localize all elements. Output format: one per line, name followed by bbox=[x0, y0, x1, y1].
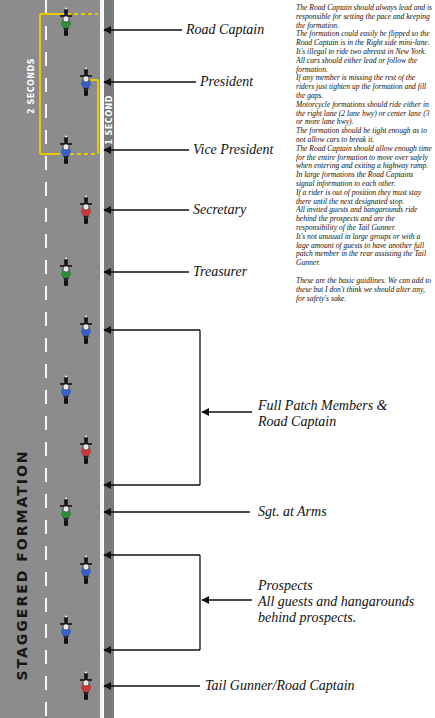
motorcycle bbox=[80, 436, 92, 465]
leader-arrows bbox=[104, 30, 252, 686]
guideline-note: Motorcycle formations should ride either… bbox=[296, 101, 433, 127]
notes-column: The Road Captain should always lead and … bbox=[296, 4, 433, 303]
motorcycle bbox=[80, 316, 92, 345]
motorcycle bbox=[60, 498, 72, 527]
motorcycle bbox=[80, 556, 92, 585]
road-shoulder bbox=[104, 0, 114, 718]
motorcycle bbox=[60, 258, 72, 287]
leader-arrow bbox=[104, 685, 200, 686]
rank-label: All guests and hangarounds behind prospe… bbox=[258, 594, 430, 626]
rank-label: Treasurer bbox=[193, 264, 247, 280]
guideline-note: The Road Captain should allow enough tim… bbox=[296, 145, 433, 171]
road-surface bbox=[0, 0, 102, 718]
leader-arrow bbox=[104, 484, 200, 485]
interval-label: 1 SECOND bbox=[105, 95, 114, 145]
edge-line bbox=[100, 0, 103, 718]
guideline-note: The formation could easily be flipped so… bbox=[296, 30, 433, 48]
guideline-note: In large formations the Road Captains si… bbox=[296, 171, 433, 189]
two-second-bracket bbox=[40, 14, 98, 154]
guideline-note: The formation should be tight enough as … bbox=[296, 127, 433, 145]
guideline-note: These are the basic guidlines. We can ad… bbox=[296, 277, 433, 303]
leader-arrow bbox=[104, 649, 200, 650]
motorcycle bbox=[80, 68, 92, 97]
rank-label: Sgt. at Arms bbox=[258, 504, 327, 520]
guideline-note: The Road Captain should always lead and … bbox=[296, 4, 433, 30]
bracket-line bbox=[199, 330, 200, 485]
motorcycle bbox=[60, 8, 72, 37]
leader-arrow bbox=[104, 209, 189, 210]
leader-arrow bbox=[104, 29, 182, 30]
guideline-note: All invited guests and hangarounds ride … bbox=[296, 206, 433, 232]
guideline-note: All cars should either lead or follow th… bbox=[296, 57, 433, 75]
rank-label: Vice President bbox=[193, 142, 273, 158]
rank-label: Tail Gunner/Road Captain bbox=[205, 678, 355, 694]
leader-arrow bbox=[104, 329, 200, 330]
rank-label: President bbox=[200, 74, 253, 90]
leader-arrow bbox=[202, 599, 252, 600]
leader-arrow bbox=[104, 271, 189, 272]
diagram-title: STAGGERED FORMATION bbox=[14, 449, 30, 680]
motorcycle bbox=[60, 136, 72, 165]
guideline-note: If a rider is out of position they must … bbox=[296, 189, 433, 207]
rank-label: Road Captain bbox=[186, 22, 264, 38]
interval-label: 2 SECONDS bbox=[27, 58, 36, 114]
lane-divider bbox=[45, 0, 47, 718]
guideline-note: If any member is missing the rest of the… bbox=[296, 74, 433, 100]
motorcycle bbox=[60, 616, 72, 645]
leader-arrow bbox=[202, 411, 252, 412]
rank-label: Prospects bbox=[258, 578, 313, 594]
guideline-note: It's illegal to ride two abreast in New … bbox=[296, 48, 433, 57]
motorcycle bbox=[80, 672, 92, 701]
motorcycle bbox=[80, 196, 92, 225]
motorcycle-group bbox=[60, 8, 92, 701]
rank-label: Secretary bbox=[193, 202, 246, 218]
leader-arrow bbox=[104, 554, 200, 555]
leader-arrow bbox=[104, 511, 250, 512]
rank-label: Full Patch Members & Road Captain bbox=[258, 398, 408, 430]
leader-arrow bbox=[104, 149, 189, 150]
guideline-note: It's not unusual in large groups or with… bbox=[296, 233, 433, 268]
bracket-line bbox=[199, 555, 200, 650]
leader-arrow bbox=[104, 81, 196, 82]
motorcycle bbox=[60, 376, 72, 405]
